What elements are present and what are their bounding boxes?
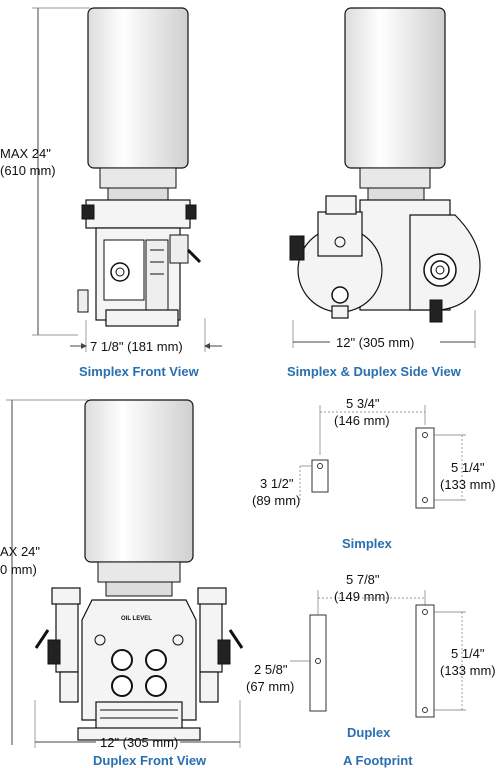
fp-duplex-right-1: 5 1/4"	[451, 646, 485, 661]
fp-duplex-top-2: (149 mm)	[334, 589, 390, 604]
side-motor	[344, 7, 446, 169]
duplex-height-label-2: 0 mm)	[0, 562, 37, 577]
duplex-height-label-1: AX 24"	[0, 544, 40, 559]
oil-level-label: OIL LEVEL	[121, 616, 152, 622]
fp-duplex-label: Duplex	[347, 725, 391, 740]
duplex-foot-right	[415, 604, 435, 718]
fp-duplex-top-1: 5 7/8"	[346, 572, 380, 587]
duplex-pump-body	[81, 599, 197, 721]
duplex-front-caption: Duplex Front View	[93, 753, 207, 768]
fp-duplex-left-2: (67 mm)	[246, 679, 294, 694]
simplex-width-label: 7 1/8" (181 mm)	[90, 339, 183, 354]
simplex-height-label-1: MAX 24"	[0, 146, 51, 161]
fp-simplex-right-1: 5 1/4"	[451, 460, 485, 475]
simplex-front-drawing	[32, 7, 222, 352]
footprint-simplex-drawing	[299, 405, 466, 509]
duplex-motor	[84, 399, 194, 563]
side-width-label: 12" (305 mm)	[336, 335, 414, 350]
fp-duplex-right-2: (133 mm)	[440, 663, 496, 678]
simplex-foot-right	[415, 427, 435, 509]
simplex-height-label-2: (610 mm)	[0, 163, 56, 178]
side-view-caption: Simplex & Duplex Side View	[287, 364, 462, 379]
fp-simplex-right-2: (133 mm)	[440, 477, 496, 492]
fp-simplex-label: Simplex	[342, 536, 393, 551]
duplex-front-drawing: OIL LEVEL	[6, 399, 244, 748]
fp-duplex-left-1: 2 5/8"	[254, 662, 288, 677]
fp-simplex-left-1: 3 1/2"	[260, 476, 294, 491]
simplex-foot-left	[311, 459, 329, 493]
footprint-caption: A Footprint	[343, 753, 413, 768]
simplex-motor	[87, 7, 189, 169]
fp-simplex-top-2: (146 mm)	[334, 413, 390, 428]
fp-simplex-top-1: 5 3/4"	[346, 396, 380, 411]
side-view-drawing	[289, 7, 481, 348]
footprint-duplex-drawing	[290, 590, 466, 718]
simplex-front-caption: Simplex Front View	[79, 364, 200, 379]
duplex-width-label: 12" (305 mm)	[100, 735, 178, 750]
fp-simplex-left-2: (89 mm)	[252, 493, 300, 508]
